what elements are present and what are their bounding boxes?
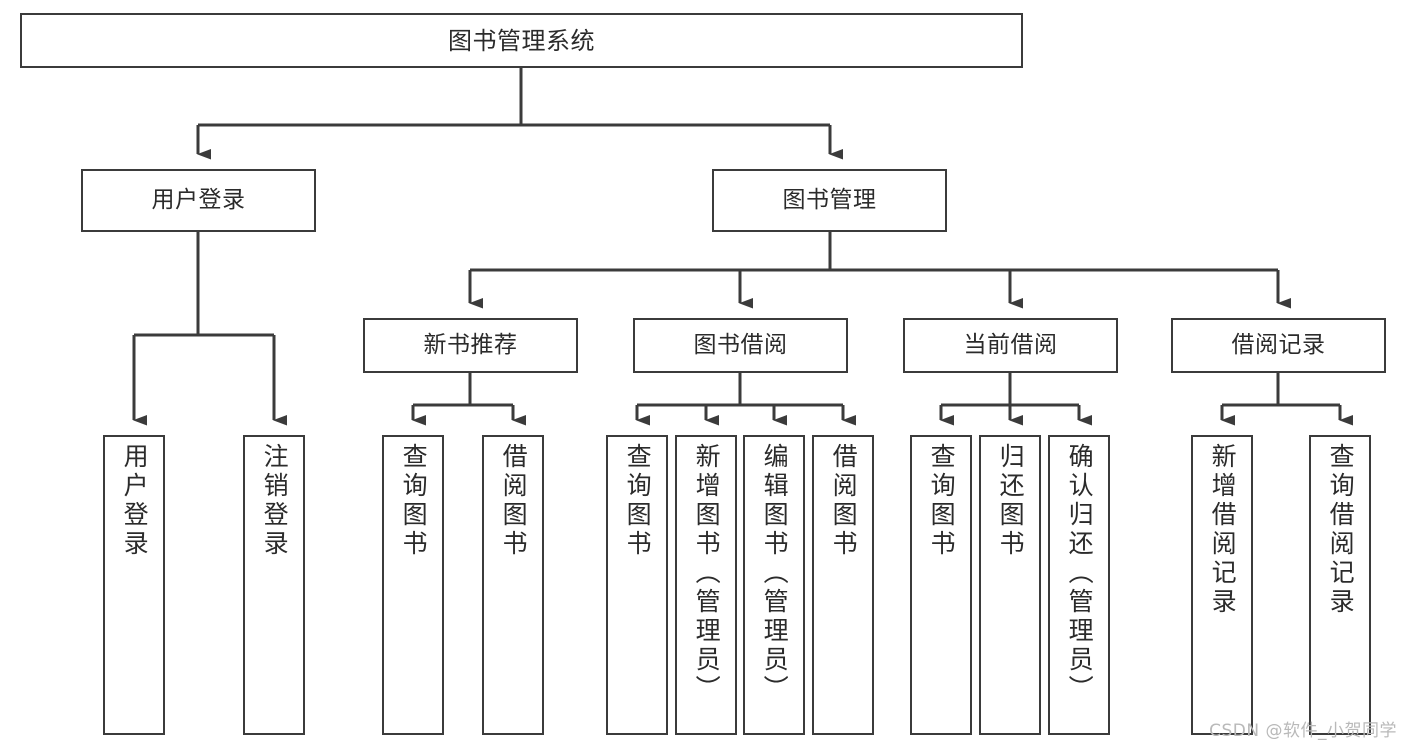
leaf-borrow-book-recommend-label: 借阅图书 <box>499 443 529 559</box>
leaf-query-borrow-record[interactable]: 查询借阅记录 <box>1309 435 1371 735</box>
leaf-add-book-label: 新增图书（管理员） <box>692 443 722 704</box>
leaf-logout-label: 注销登录 <box>260 443 290 559</box>
leaf-logout[interactable]: 注销登录 <box>243 435 305 735</box>
node-root-label: 图书管理系统 <box>448 26 595 55</box>
leaf-query-book-current[interactable]: 查询图书 <box>910 435 972 735</box>
leaf-add-borrow-record[interactable]: 新增借阅记录 <box>1191 435 1253 735</box>
node-new-book-recommend[interactable]: 新书推荐 <box>363 318 578 373</box>
node-current-borrow-label: 当前借阅 <box>963 332 1058 359</box>
leaf-query-book-borrow[interactable]: 查询图书 <box>606 435 668 735</box>
node-book-manage[interactable]: 图书管理 <box>712 169 947 232</box>
leaf-edit-book-label: 编辑图书（管理员） <box>760 443 790 704</box>
leaf-add-book[interactable]: 新增图书（管理员） <box>675 435 737 735</box>
node-borrow-record[interactable]: 借阅记录 <box>1171 318 1386 373</box>
leaf-query-book-current-label: 查询图书 <box>927 443 957 559</box>
node-new-book-recommend-label: 新书推荐 <box>423 332 518 359</box>
node-book-borrow-label: 图书借阅 <box>693 332 788 359</box>
node-user-login-label: 用户登录 <box>151 187 246 214</box>
leaf-return-book-label: 归还图书 <box>996 443 1026 559</box>
leaf-query-book-recommend[interactable]: 查询图书 <box>382 435 444 735</box>
node-user-login[interactable]: 用户登录 <box>81 169 316 232</box>
node-book-borrow[interactable]: 图书借阅 <box>633 318 848 373</box>
node-root[interactable]: 图书管理系统 <box>20 13 1023 68</box>
node-current-borrow[interactable]: 当前借阅 <box>903 318 1118 373</box>
csdn-watermark: CSDN @软件_小贺同学 <box>1209 721 1397 741</box>
leaf-borrow-book-label: 借阅图书 <box>829 443 859 559</box>
node-book-manage-label: 图书管理 <box>782 187 877 214</box>
node-borrow-record-label: 借阅记录 <box>1231 332 1326 359</box>
leaf-confirm-return[interactable]: 确认归还（管理员） <box>1048 435 1110 735</box>
leaf-borrow-book[interactable]: 借阅图书 <box>812 435 874 735</box>
leaf-query-book-recommend-label: 查询图书 <box>399 443 429 559</box>
leaf-confirm-return-label: 确认归还（管理员） <box>1065 443 1095 704</box>
leaf-query-book-borrow-label: 查询图书 <box>623 443 653 559</box>
leaf-query-borrow-record-label: 查询借阅记录 <box>1326 443 1356 617</box>
leaf-user-login-label: 用户登录 <box>120 443 150 559</box>
leaf-edit-book[interactable]: 编辑图书（管理员） <box>743 435 805 735</box>
leaf-add-borrow-record-label: 新增借阅记录 <box>1208 443 1238 617</box>
leaf-user-login[interactable]: 用户登录 <box>103 435 165 735</box>
leaf-return-book[interactable]: 归还图书 <box>979 435 1041 735</box>
leaf-borrow-book-recommend[interactable]: 借阅图书 <box>482 435 544 735</box>
